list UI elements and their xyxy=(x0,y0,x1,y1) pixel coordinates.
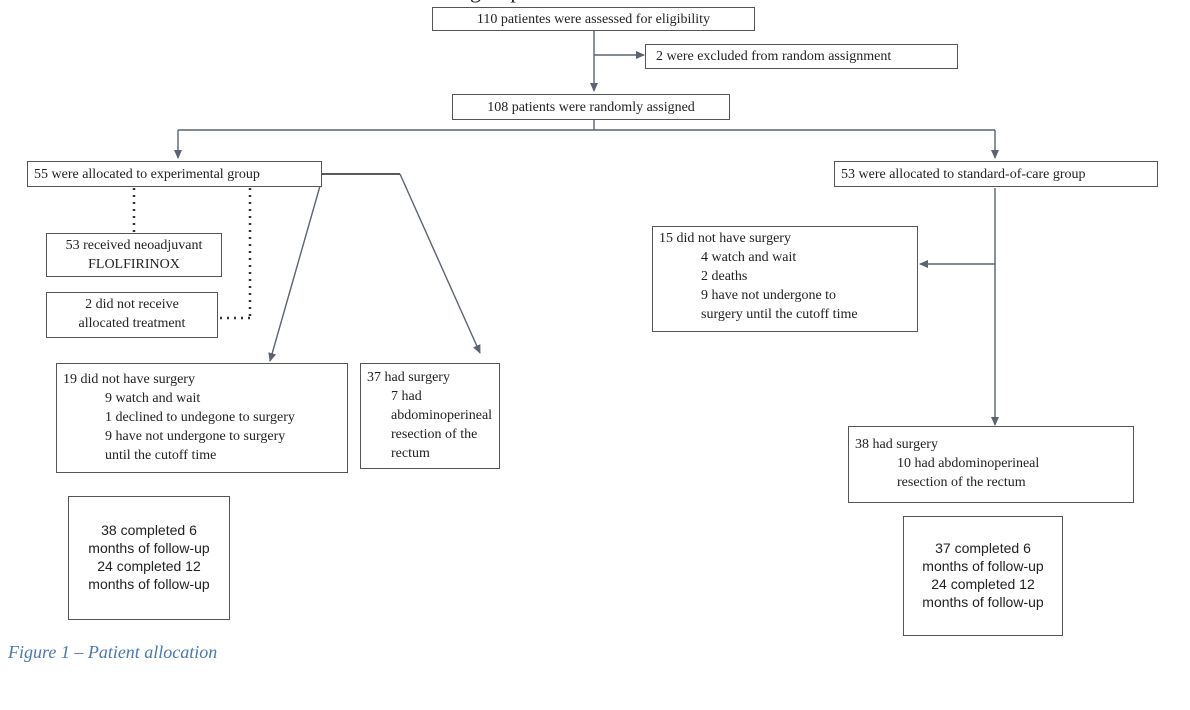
to-exp-no-surgery-arrow xyxy=(268,185,321,362)
soc-followup-line: 37 completed 6 xyxy=(935,540,1031,556)
exp-followup-line: 24 completed 12 xyxy=(97,558,201,574)
soc-surgery-item: 10 had abdominoperineal xyxy=(897,456,1040,471)
excluded-box: 2 were excluded from random assignment xyxy=(645,44,958,69)
assessed-box: 110 patientes were assessed for eligibil… xyxy=(432,7,755,31)
excluded-text: 2 were excluded from random assignment xyxy=(656,49,892,64)
soc-surgery-tail: resection of the rectum xyxy=(897,475,1026,490)
exp-surgery-item: abdominoperineal xyxy=(391,408,493,423)
soc-no-surgery-title: 15 did not have surgery xyxy=(659,231,791,246)
soc-no-surgery-box: 15 did not have surgery 4 watch and wait… xyxy=(652,226,918,332)
exp-followup-line: months of follow-up xyxy=(88,540,210,556)
exp-no-surgery-tail: until the cutoff time xyxy=(105,448,217,463)
title-fragment: group xyxy=(470,0,720,6)
not-received-box: 2 did not receive allocated treatment xyxy=(46,292,218,338)
exp-surgery-box: 37 had surgery 7 had abdominoperineal re… xyxy=(360,363,500,469)
exp-surgery-item: resection of the xyxy=(391,427,478,442)
to-exp-surgery-arrow xyxy=(399,173,481,354)
soc-followup-line: 24 completed 12 xyxy=(931,576,1035,592)
soc-no-surgery-item: 4 watch and wait xyxy=(701,250,797,265)
exp-surgery-title: 37 had surgery xyxy=(367,370,450,385)
standard-text: 53 were allocated to standard-of-care gr… xyxy=(841,167,1086,182)
exp-followup-box: 38 completed 6 months of follow-up 24 co… xyxy=(68,496,230,620)
figure-caption: Figure 1 – Patient allocation xyxy=(8,642,218,662)
neoadjuvant-line: FLOLFIRINOX xyxy=(88,257,180,272)
exp-no-surgery-box: 19 did not have surgery 9 watch and wait… xyxy=(56,363,348,473)
exp-surgery-item: rectum xyxy=(391,446,430,461)
exp-followup-line: 38 completed 6 xyxy=(101,522,197,538)
exp-no-surgery-item: 9 watch and wait xyxy=(105,391,201,406)
experimental-box: 55 were allocated to experimental group xyxy=(27,161,322,187)
not-received-line: allocated treatment xyxy=(78,316,186,331)
neoadjuvant-line: 53 received neoadjuvant xyxy=(65,238,203,253)
not-received-line: 2 did not receive xyxy=(85,297,179,312)
soc-surgery-box: 38 had surgery 10 had abdominoperineal r… xyxy=(848,426,1134,503)
assessed-text: 110 patientes were assessed for eligibil… xyxy=(476,12,711,27)
soc-no-surgery-tail: surgery until the cutoff time xyxy=(701,307,858,322)
exp-no-surgery-item: 9 have not undergone to surgery xyxy=(105,429,286,444)
standard-box: 53 were allocated to standard-of-care gr… xyxy=(834,161,1158,187)
soc-no-surgery-item: 2 deaths xyxy=(701,269,748,284)
exp-no-surgery-item: 1 declined to undegone to surgery xyxy=(105,410,295,425)
experimental-text: 55 were allocated to experimental group xyxy=(34,167,260,182)
randomized-box: 108 patients were randomly assigned xyxy=(452,94,730,120)
soc-followup-line: months of follow-up xyxy=(922,558,1044,574)
neoadjuvant-box: 53 received neoadjuvant FLOLFIRINOX xyxy=(46,233,222,277)
exp-no-surgery-title: 19 did not have surgery xyxy=(63,372,195,387)
soc-surgery-title: 38 had surgery xyxy=(855,437,938,452)
randomized-text: 108 patients were randomly assigned xyxy=(487,100,695,115)
soc-no-surgery-item: 9 have not undergone to xyxy=(701,288,837,303)
exp-surgery-item: 7 had xyxy=(391,389,422,404)
soc-followup-box: 37 completed 6 months of follow-up 24 co… xyxy=(903,516,1063,636)
soc-followup-line: months of follow-up xyxy=(922,594,1044,610)
exp-followup-line: months of follow-up xyxy=(88,576,210,592)
